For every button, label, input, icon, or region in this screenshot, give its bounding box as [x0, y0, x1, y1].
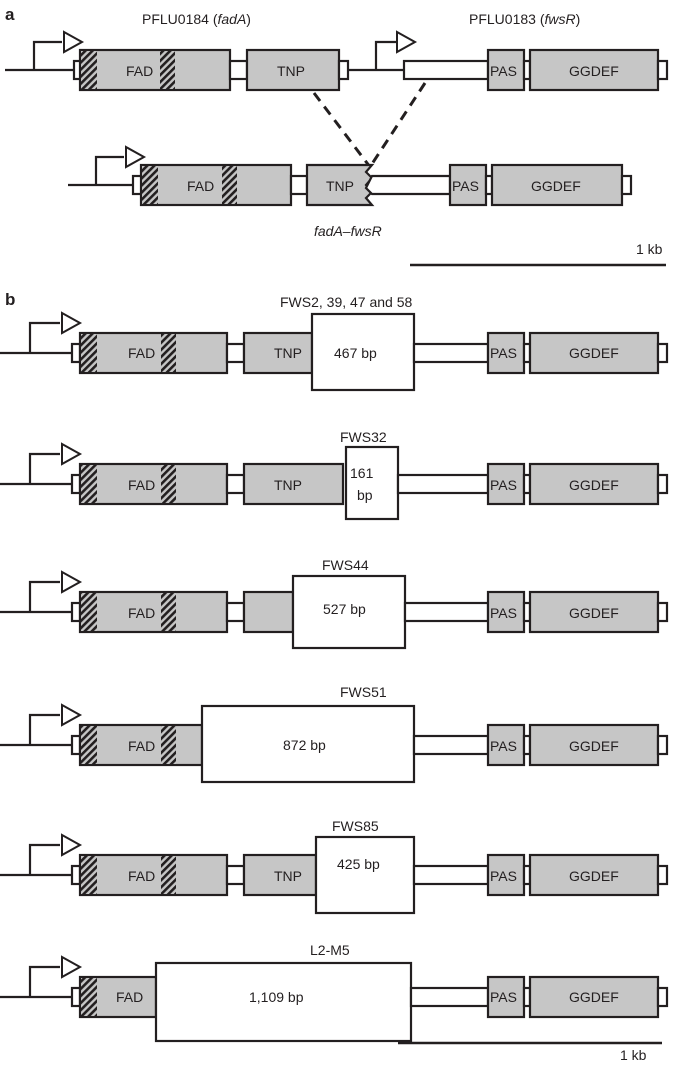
pas-label: PAS — [490, 63, 517, 79]
fad-label: FAD — [126, 63, 153, 79]
fad-label: FAD — [116, 989, 143, 1005]
deletion-box — [200, 704, 416, 784]
fusion-construct: FAD TNP PAS GGDEF — [68, 145, 633, 207]
fad-domain — [78, 331, 229, 375]
deletion-size: 872 bp — [283, 737, 326, 753]
deletion-size-unit: bp — [357, 487, 373, 503]
recombination-line — [312, 92, 372, 168]
mutant-construct-fws2: FWS2, 39, 47 and 58 FAD TNP 467 bp PAS G… — [0, 294, 669, 392]
pas-label: PAS — [490, 477, 517, 493]
fad-domain — [78, 462, 229, 506]
mutant-name: L2-M5 — [310, 942, 350, 958]
mutant-name: FWS85 — [332, 818, 379, 834]
promoter-arrow-icon — [61, 311, 83, 335]
tnp-label: TNP — [277, 63, 305, 79]
ggdef-domain — [528, 975, 660, 1019]
pas-label: PAS — [452, 178, 479, 194]
fad-label: FAD — [128, 605, 155, 621]
tnp-domain — [242, 853, 318, 897]
ggdef-label: GGDEF — [569, 477, 619, 493]
ggdef-label: GGDEF — [531, 178, 581, 194]
pas-label: PAS — [490, 738, 517, 754]
mutant-construct-fws51: FWS51 FAD 872 bp PAS GGDEF — [0, 684, 669, 784]
gene-label-fadA: PFLU0184 (fadA) — [142, 11, 251, 27]
ggdef-label: GGDEF — [569, 989, 619, 1005]
mutant-construct-fws32: FWS32 FAD TNP 161 bp PAS GGDEF — [0, 429, 669, 521]
fad-label: FAD — [128, 738, 155, 754]
ggdef-label: GGDEF — [569, 345, 619, 361]
pas-domain — [486, 590, 526, 634]
recombination-line — [368, 82, 427, 168]
pas-domain — [486, 853, 526, 897]
fad-label: FAD — [187, 178, 214, 194]
promoter-arrow-icon — [61, 955, 83, 979]
fad-domain — [139, 163, 293, 207]
ggdef-label: GGDEF — [569, 605, 619, 621]
tnp-domain — [242, 462, 345, 506]
mutant-construct-fws85: FWS85 FAD TNP 425 bp PAS GGDEF — [0, 818, 669, 915]
deletion-size: 527 bp — [323, 601, 366, 617]
promoter-arrow-icon — [125, 145, 147, 169]
mutant-name: FWS32 — [340, 429, 387, 445]
mutant-name: FWS44 — [322, 557, 369, 573]
tnp-domain — [242, 331, 314, 375]
deletion-box — [314, 835, 416, 915]
wildtype-construct: FAD TNP PAS GGDEF — [5, 30, 669, 92]
promoter-arrow-icon — [61, 703, 83, 727]
mutant-construct-l2-m5: L2-M5 FAD 1,109 bp PAS GGDEF — [0, 942, 669, 1043]
fad-domain — [78, 590, 229, 634]
panel-label-b: b — [5, 290, 15, 309]
promoter-arrow-icon — [61, 442, 83, 466]
ggdef-label: GGDEF — [569, 868, 619, 884]
tnp-label: TNP — [274, 477, 302, 493]
tnp-domain — [245, 48, 341, 92]
ggdef-domain — [528, 48, 660, 92]
deletion-size: 1,109 bp — [249, 989, 304, 1005]
ggdef-domain — [528, 590, 660, 634]
deletion-size: 425 bp — [337, 856, 380, 872]
scale-bar-label: 1 kb — [620, 1047, 647, 1063]
tnp-fragment — [242, 590, 295, 634]
promoter-arrow-icon — [61, 570, 83, 594]
fad-domain — [78, 723, 204, 767]
gene-label-fwsR: PFLU0183 (fwsR) — [469, 11, 580, 27]
fad-domain — [78, 48, 232, 92]
ggdef-domain — [528, 331, 660, 375]
fad-label: FAD — [128, 345, 155, 361]
ggdef-domain — [490, 163, 624, 207]
promoter-arrow-icon — [61, 833, 83, 857]
pas-label: PAS — [490, 989, 517, 1005]
panel-label-a: a — [5, 5, 15, 24]
tnp-label: TNP — [274, 345, 302, 361]
deletion-box — [154, 961, 413, 1043]
mutant-name: FWS51 — [340, 684, 387, 700]
promoter-arrow-icon — [396, 30, 418, 54]
fusion-label: fadA–fwsR — [314, 223, 382, 239]
deletion-box — [291, 574, 407, 650]
fad-label: FAD — [128, 868, 155, 884]
fad-label: FAD — [128, 477, 155, 493]
pas-label: PAS — [490, 868, 517, 884]
ggdef-label: GGDEF — [569, 63, 619, 79]
ggdef-label: GGDEF — [569, 738, 619, 754]
tnp-label: TNP — [326, 178, 354, 194]
pas-domain — [486, 462, 526, 506]
fad-domain — [78, 853, 229, 897]
promoter-arrow-icon — [63, 30, 85, 54]
pas-label: PAS — [490, 345, 517, 361]
ggdef-domain — [528, 462, 660, 506]
pas-label: PAS — [490, 605, 517, 621]
mutant-construct-fws44: FWS44 FAD 527 bp PAS GGDEF — [0, 557, 669, 650]
deletion-box — [344, 445, 400, 521]
deletion-size: 161 — [350, 465, 374, 481]
deletion-size: 467 bp — [334, 345, 377, 361]
scale-bar-label: 1 kb — [636, 241, 663, 257]
mutant-name: FWS2, 39, 47 and 58 — [280, 294, 413, 310]
pas-domain — [448, 163, 488, 207]
tnp-label: TNP — [274, 868, 302, 884]
pas-domain — [486, 723, 526, 767]
